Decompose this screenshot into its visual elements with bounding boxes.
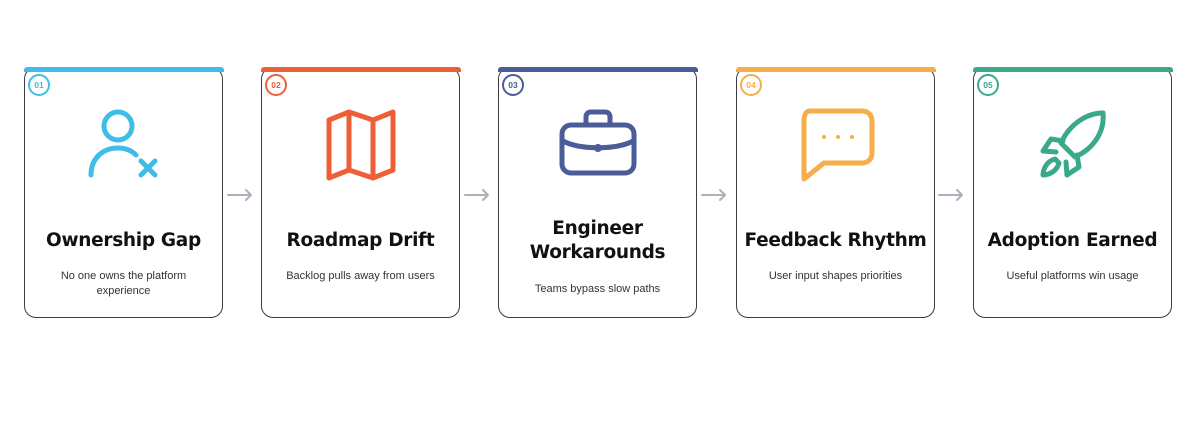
step-description: Backlog pulls away from users bbox=[286, 270, 435, 282]
step-description: No one owns the platform experience bbox=[60, 270, 187, 297]
step-card-5: 05 Adoption Earned Useful platforms win … bbox=[972, 66, 1173, 318]
card-accent-bar bbox=[23, 66, 224, 72]
arrow-right-icon bbox=[463, 188, 491, 202]
step-number-badge: 05 bbox=[977, 74, 999, 96]
step-card-1: 01 Ownership Gap No one owns the platfor… bbox=[23, 66, 224, 318]
message-icon bbox=[737, 102, 934, 188]
rocket-icon bbox=[974, 102, 1171, 188]
step-title: Feedback Rhythm bbox=[744, 230, 927, 251]
step-title: Ownership Gap bbox=[46, 230, 201, 251]
step-number-badge: 04 bbox=[740, 74, 762, 96]
arrow-right-icon bbox=[937, 188, 965, 202]
step-card-3: 03 Engineer Workarounds Teams bypass slo… bbox=[497, 66, 698, 318]
card-accent-bar bbox=[497, 66, 698, 72]
briefcase-icon bbox=[499, 102, 696, 188]
map-icon bbox=[262, 102, 459, 188]
step-description: Useful platforms win usage bbox=[1006, 270, 1139, 282]
step-card-2: 02 Roadmap Drift Backlog pulls away from… bbox=[260, 66, 461, 318]
step-number-badge: 02 bbox=[265, 74, 287, 96]
step-description: User input shapes priorities bbox=[768, 270, 903, 282]
card-accent-bar bbox=[735, 66, 936, 72]
step-description: Teams bypass slow paths bbox=[534, 283, 661, 295]
step-number-badge: 01 bbox=[28, 74, 50, 96]
card-accent-bar bbox=[972, 66, 1173, 72]
step-title: Adoption Earned bbox=[987, 230, 1158, 251]
card-accent-bar bbox=[260, 66, 461, 72]
user-x-icon bbox=[25, 102, 222, 188]
step-title: Engineer Workarounds bbox=[529, 218, 666, 263]
step-card-4: 04 Feedback Rhythm User input shapes pri… bbox=[735, 66, 936, 318]
arrow-right-icon bbox=[700, 188, 728, 202]
arrow-right-icon bbox=[226, 188, 254, 202]
step-title: Roadmap Drift bbox=[286, 230, 435, 251]
step-number-badge: 03 bbox=[502, 74, 524, 96]
